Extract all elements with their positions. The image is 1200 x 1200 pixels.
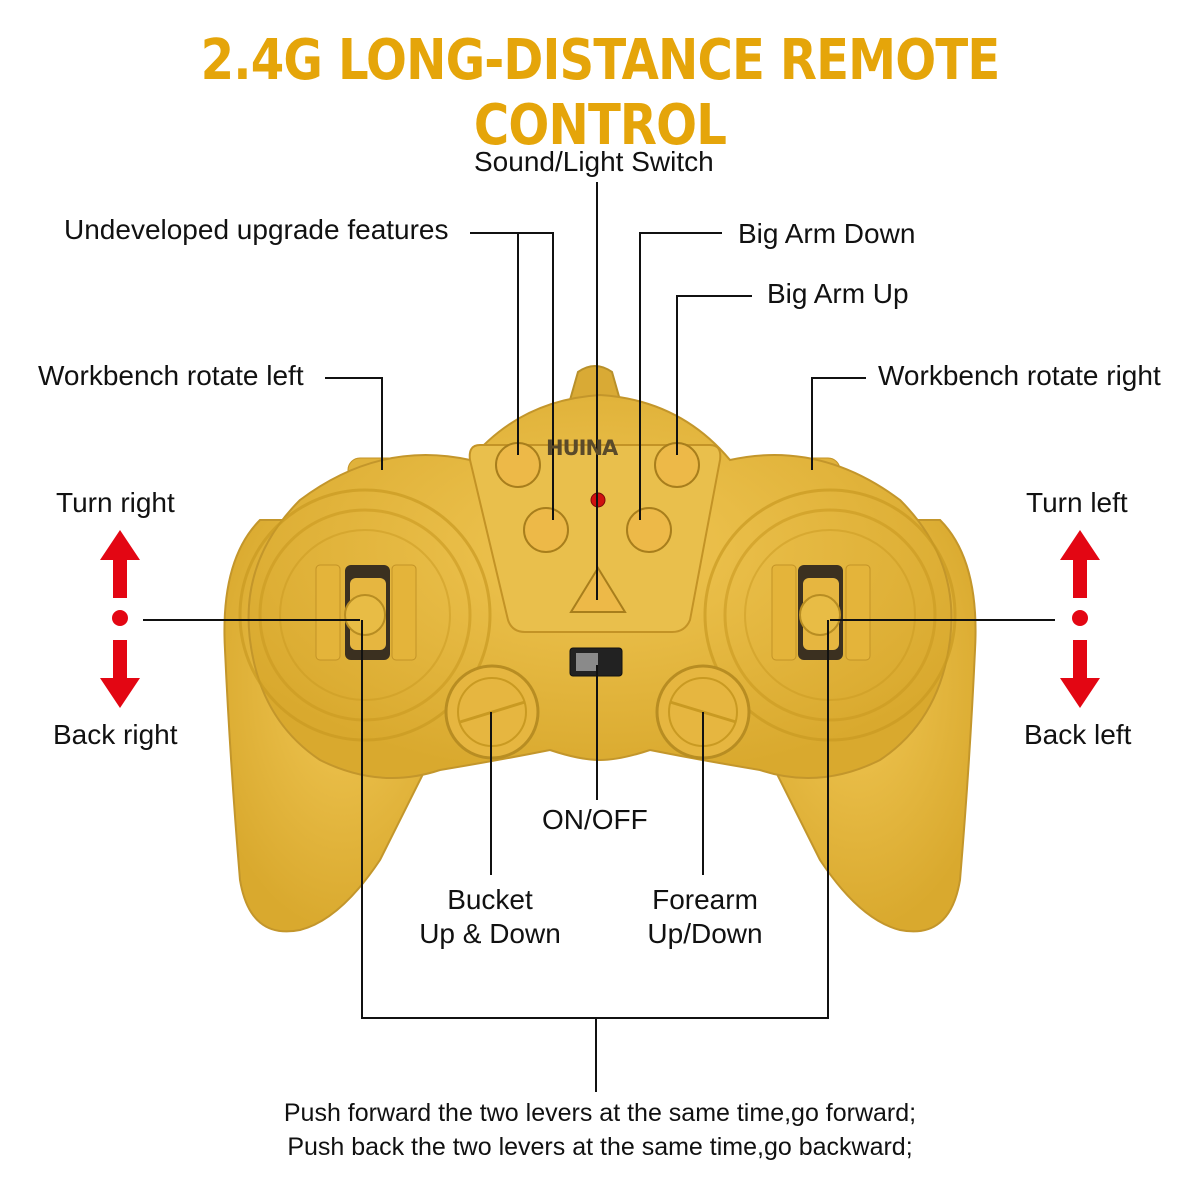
button-mid-right: [626, 507, 672, 553]
label-workbench-rotate-left: Workbench rotate left: [38, 360, 304, 391]
label-bucket: Bucket Up & Down: [400, 883, 580, 951]
red-arrows-left: [100, 530, 140, 708]
label-bucket-line2: Up & Down: [419, 918, 561, 949]
label-workbench-rotate-right: Workbench rotate right: [878, 360, 1161, 391]
label-forearm: Forearm Up/Down: [615, 883, 795, 951]
label-big-arm-up: Big Arm Up: [767, 278, 909, 309]
brand-logo-text: HUINA: [546, 436, 618, 460]
center-panel: [468, 444, 722, 633]
label-turn-left: Turn left: [1026, 487, 1128, 518]
footer-note: Push forward the two levers at the same …: [0, 1096, 1200, 1164]
button-mid-left: [523, 507, 569, 553]
label-forearm-line1: Forearm: [652, 884, 758, 915]
page-title: 2.4G LONG-DISTANCE REMOTE CONTROL: [200, 28, 1001, 158]
label-back-left: Back left: [1024, 719, 1132, 750]
left-stick-base: [238, 488, 492, 742]
label-undeveloped-features: Undeveloped upgrade features: [64, 214, 449, 245]
label-forearm-line2: Up/Down: [647, 918, 763, 949]
label-sound-light-switch: Sound/Light Switch: [474, 146, 714, 177]
label-bucket-line1: Bucket: [447, 884, 533, 915]
label-turn-right: Turn right: [56, 487, 175, 518]
footer-line-2: Push back the two levers at the same tim…: [287, 1133, 913, 1161]
label-back-right: Back right: [53, 719, 178, 750]
right-stick-base: [703, 488, 957, 742]
label-big-arm-down: Big Arm Down: [738, 218, 916, 249]
red-arrows-right: [1060, 530, 1100, 708]
leader-lines: [143, 182, 1055, 1092]
footer-line-1: Push forward the two levers at the same …: [283, 1099, 917, 1127]
label-on-off: ON/OFF: [542, 804, 648, 835]
